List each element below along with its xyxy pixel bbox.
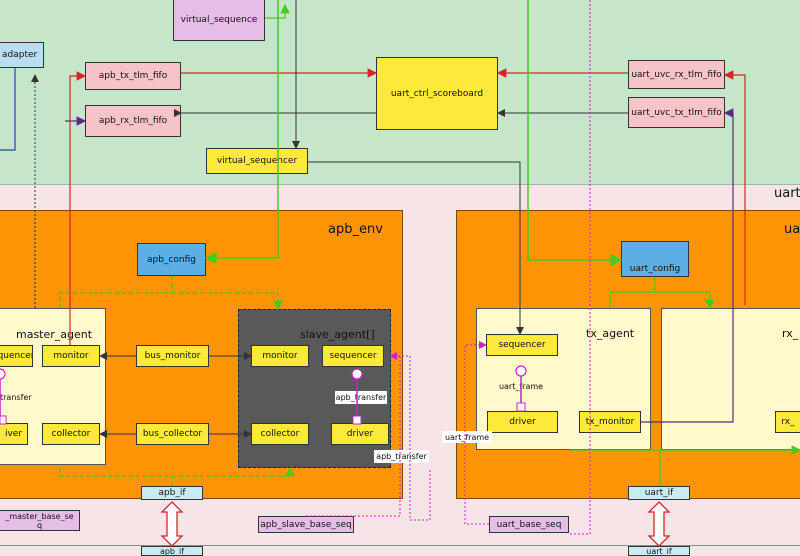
uart-frame-out-label: uart_frame	[442, 431, 492, 443]
tx-frame-label: uart_frame	[497, 380, 545, 392]
apb-transfer-out-label: apb_transfer	[374, 450, 429, 463]
apb-if-bottom-box[interactable]: apb_if	[141, 546, 203, 556]
tx-agent-title: tx_agent	[586, 327, 635, 340]
master-driver-box[interactable]: iver	[0, 423, 28, 445]
master-base-seq-box[interactable]: _master_base_se q	[0, 510, 80, 531]
apb-rx-tlm-fifo-box[interactable]: apb_rx_tlm_fifo	[85, 105, 181, 137]
rx-partial-box[interactable]: rx_	[775, 411, 800, 433]
tx-sequencer-box[interactable]: sequencer	[486, 334, 558, 356]
bus-monitor-box[interactable]: bus_monitor	[136, 345, 209, 367]
master-agent-title: master_agent	[16, 328, 93, 341]
slave-sequencer-box[interactable]: sequencer	[322, 345, 384, 367]
slave-driver-box[interactable]: driver	[331, 423, 389, 445]
uart-if-double-arrow	[647, 501, 671, 547]
master-sequencer-box[interactable]: quencer	[0, 345, 33, 367]
apb-slave-base-seq-box[interactable]: apb_slave_base_seq	[258, 516, 354, 533]
uart-if-box[interactable]: uart_if	[628, 486, 690, 500]
slave-transfer-label: apb_transfer	[335, 391, 387, 404]
divider-line	[0, 184, 800, 185]
bottom-connection-line	[0, 545, 800, 546]
slave-collector-box[interactable]: collector	[251, 423, 309, 445]
master-monitor-box[interactable]: monitor	[42, 345, 100, 367]
master-collector-box[interactable]: collector	[42, 423, 100, 445]
uart-top-label: uart	[774, 186, 800, 201]
uart-env-title: ua	[784, 222, 800, 237]
uart-config-box[interactable]: uart_config	[621, 241, 689, 277]
virtual-sequencer-box[interactable]: virtual_sequencer	[206, 148, 308, 174]
uart-rx-tlm-fifo-box[interactable]: uart_uvc_rx_tlm_fifo	[628, 60, 725, 89]
apb-config-box[interactable]: apb_config	[137, 243, 206, 276]
tx-monitor-box[interactable]: tx_monitor	[579, 411, 641, 433]
uart-if-bottom-box[interactable]: uart_if	[628, 546, 690, 556]
slave-agent-title: slave_agent[]	[300, 328, 375, 341]
apb-env-title: apb_env	[328, 222, 383, 237]
uart-base-seq-box[interactable]: uart_base_seq	[489, 516, 569, 533]
rx-agent-title: rx_	[782, 327, 799, 340]
virtual-sequence-box[interactable]: virtual_sequence	[173, 0, 265, 41]
slave-monitor-box[interactable]: monitor	[251, 345, 309, 367]
uart-ctrl-scoreboard-box[interactable]: uart_ctrl_scoreboard	[376, 57, 498, 130]
master-transfer-label: transfer	[0, 393, 32, 402]
adapter-box[interactable]: adapter	[0, 42, 44, 68]
apb-tx-tlm-fifo-box[interactable]: apb_tx_tlm_fifo	[85, 62, 181, 90]
bus-collector-box[interactable]: bus_collector	[136, 423, 209, 445]
master-base-seq-line2: q	[36, 520, 43, 530]
master-base-seq-line1: _master_base_se	[5, 511, 74, 521]
apb-if-box[interactable]: apb_if	[141, 486, 203, 500]
tx-driver-box[interactable]: driver	[487, 411, 558, 433]
uart-tx-tlm-fifo-box[interactable]: uart_uvc_tx_tlm_fifo	[628, 97, 725, 128]
apb-if-double-arrow	[160, 501, 184, 547]
